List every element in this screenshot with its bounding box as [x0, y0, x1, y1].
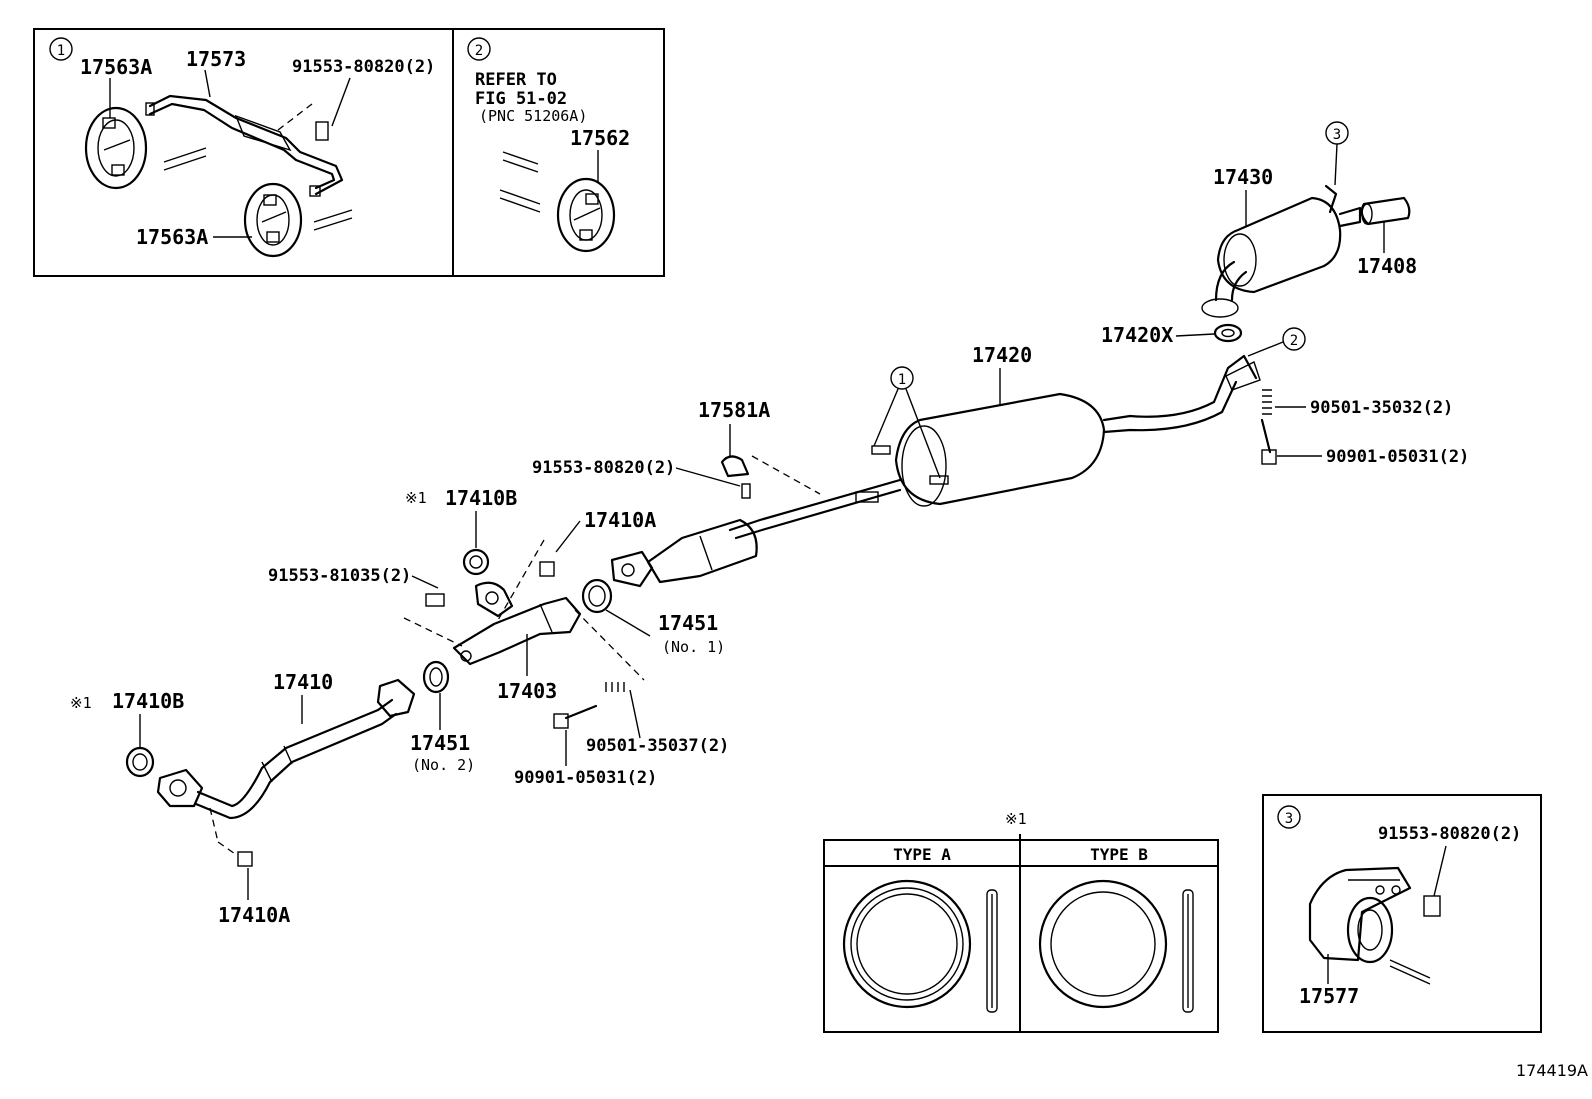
hanger-bracket-17577-icon	[1308, 866, 1431, 985]
note-refer-to: REFER TO	[475, 70, 557, 90]
gasket-17410b-lower-icon	[125, 746, 155, 778]
svg-text:1: 1	[898, 372, 906, 388]
label-17563a-top: 17563A	[80, 55, 152, 79]
gasket-17451-no2-icon	[422, 660, 450, 694]
detail-1: 1 17563A 17573 91553-80820(2) 17563A	[49, 37, 435, 258]
gasket-type-a-icon	[842, 879, 998, 1013]
detail-frame	[33, 28, 665, 277]
svg-text:2: 2	[1290, 333, 1298, 349]
note-fig: FIG 51-02	[475, 89, 567, 109]
bolt-front-icon	[425, 593, 445, 607]
diagram-id: 174419A	[1516, 1061, 1588, 1080]
label-90501-35037: 90501-35037(2)	[586, 736, 729, 756]
svg-text:3: 3	[1333, 127, 1341, 143]
label-90901-05031-front: 90901-05031(2)	[514, 768, 657, 788]
rubber-hanger-icon	[556, 177, 616, 253]
label-17403: 17403	[497, 679, 557, 703]
svg-text:2: 2	[475, 43, 483, 59]
label-17573: 17573	[186, 47, 246, 71]
label-90501-35032: 90501-35032(2)	[1310, 398, 1453, 418]
bolt-d3-icon	[1423, 895, 1441, 917]
label-17581a: 17581A	[698, 398, 770, 422]
gasket-type-table: ※1 TYPE A TYPE B	[823, 810, 1219, 1033]
label-17410a-upper: 17410A	[584, 508, 656, 532]
front-pipe-icon	[156, 678, 416, 820]
spring-rear-icon	[1262, 389, 1272, 415]
gasket-17451-no1-icon	[581, 578, 613, 614]
type-table-note-mark: ※1	[1005, 810, 1027, 828]
label-17420x: 17420X	[1101, 323, 1173, 347]
label-17451-no2: 17451	[410, 731, 470, 755]
detail-1-marker	[49, 37, 73, 61]
svg-text:3: 3	[1285, 811, 1293, 827]
label-bolt-91553-80820-d1: 91553-80820(2)	[292, 57, 435, 77]
note-mark-1: ※1	[405, 489, 427, 507]
nut-17410a-lower-icon	[237, 851, 253, 867]
center-muffler-body	[894, 392, 1106, 506]
spring-front-icon	[605, 682, 625, 692]
label-17562: 17562	[570, 126, 630, 150]
rubber-hanger-icon	[84, 106, 148, 190]
label-17451-no1-sub: (No. 1)	[662, 638, 725, 656]
nut-17410a-icon	[539, 561, 555, 577]
catalytic-converter-icon	[610, 518, 758, 588]
rubber-hanger-icon	[243, 182, 303, 258]
type-b-header: TYPE B	[1090, 845, 1148, 864]
bolt-bracket-icon	[741, 483, 751, 499]
bracket-17573-icon	[145, 69, 344, 197]
svg-text:1: 1	[57, 43, 65, 59]
detail-3: 3 91553-80820(2) 17577	[1262, 794, 1542, 1033]
gasket-type-b-icon	[1038, 879, 1194, 1013]
front-flex-pipe-icon	[452, 581, 582, 666]
callout-2	[1282, 327, 1306, 351]
detail-panel-top	[33, 28, 665, 277]
detail-3-marker	[1277, 805, 1301, 829]
bolt-front-2-icon	[553, 704, 598, 729]
note-mark-2: ※1	[70, 694, 92, 712]
label-17420: 17420	[972, 343, 1032, 367]
label-17410b-upper: 17410B	[445, 486, 517, 510]
detail-2: 2 REFER TO FIG 51-02 (PNC 51206A) 17562	[467, 37, 630, 253]
label-91553-80820-bracket: 91553-80820(2)	[532, 458, 675, 478]
bolt-icon	[277, 77, 351, 141]
label-17451-no1: 17451	[658, 611, 718, 635]
gasket-17410b-icon	[462, 548, 490, 576]
note-pnc: (PNC 51206A)	[479, 107, 587, 125]
label-90901-05031-rear: 90901-05031(2)	[1326, 447, 1469, 467]
gasket-ring-icon	[1213, 323, 1243, 343]
label-17410: 17410	[273, 670, 333, 694]
tail-muffler-icon	[1201, 184, 1362, 318]
tail-tip-icon	[1360, 196, 1411, 226]
bracket-17581a-icon	[720, 455, 750, 478]
label-17410a-lower: 17410A	[218, 903, 290, 927]
label-17577: 17577	[1299, 984, 1359, 1008]
center-muffler-group: 17420 1	[728, 343, 1261, 540]
label-17410b-lower: 17410B	[112, 689, 184, 713]
label-17451-no2-sub: (No. 2)	[412, 756, 475, 774]
label-17430: 17430	[1213, 165, 1273, 189]
bolt-rear-icon	[1260, 418, 1277, 465]
label-17408: 17408	[1357, 254, 1417, 278]
label-17563a-bottom: 17563A	[136, 225, 208, 249]
tail-muffler-group: 3 17430 17408	[1201, 121, 1417, 318]
label-91553-80820-d3: 91553-80820(2)	[1378, 824, 1521, 844]
label-91553-81035: 91553-81035(2)	[268, 566, 411, 586]
callout-1	[890, 366, 914, 390]
type-a-header: TYPE A	[893, 845, 951, 864]
detail-2-marker	[467, 37, 491, 61]
